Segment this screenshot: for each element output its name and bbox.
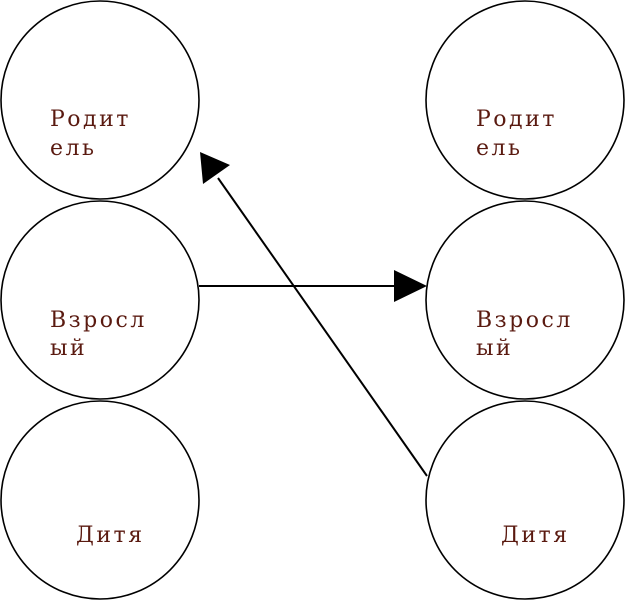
arrow-adult-to-adult-head xyxy=(394,270,427,302)
right-parent-label-line2: ель xyxy=(476,136,522,161)
left-child-label: Дитя xyxy=(76,523,145,548)
left-adult-node: Взросл ый xyxy=(0,200,200,400)
left-parent-label-line2: ель xyxy=(50,136,96,161)
right-adult-label-line2: ый xyxy=(476,336,513,361)
right-child-label: Дитя xyxy=(501,523,570,548)
left-child-circle xyxy=(0,400,200,600)
left-adult-label-line1: Взросл xyxy=(50,308,147,333)
left-adult-label-line2: ый xyxy=(50,336,87,361)
arrow-child-to-parent-head xyxy=(200,152,230,184)
right-parent-label-line1: Родит xyxy=(476,107,557,132)
arrow-child-to-parent xyxy=(200,152,428,477)
right-adult-label-line1: Взросл xyxy=(476,308,573,333)
left-child-node: Дитя xyxy=(0,400,200,600)
right-child-circle xyxy=(425,400,625,600)
left-parent-node: Родит ель xyxy=(0,0,200,200)
right-adult-node: Взросл ый xyxy=(425,200,625,400)
left-adult-circle xyxy=(0,200,200,400)
left-parent-label-line1: Родит xyxy=(50,107,131,132)
left-parent-circle xyxy=(0,0,200,200)
right-adult-circle xyxy=(425,200,625,400)
right-parent-node: Родит ель xyxy=(425,0,625,200)
right-parent-circle xyxy=(425,0,625,200)
arrow-child-to-parent-line xyxy=(217,177,428,477)
arrow-adult-to-adult xyxy=(199,270,427,302)
right-child-node: Дитя xyxy=(425,400,625,600)
